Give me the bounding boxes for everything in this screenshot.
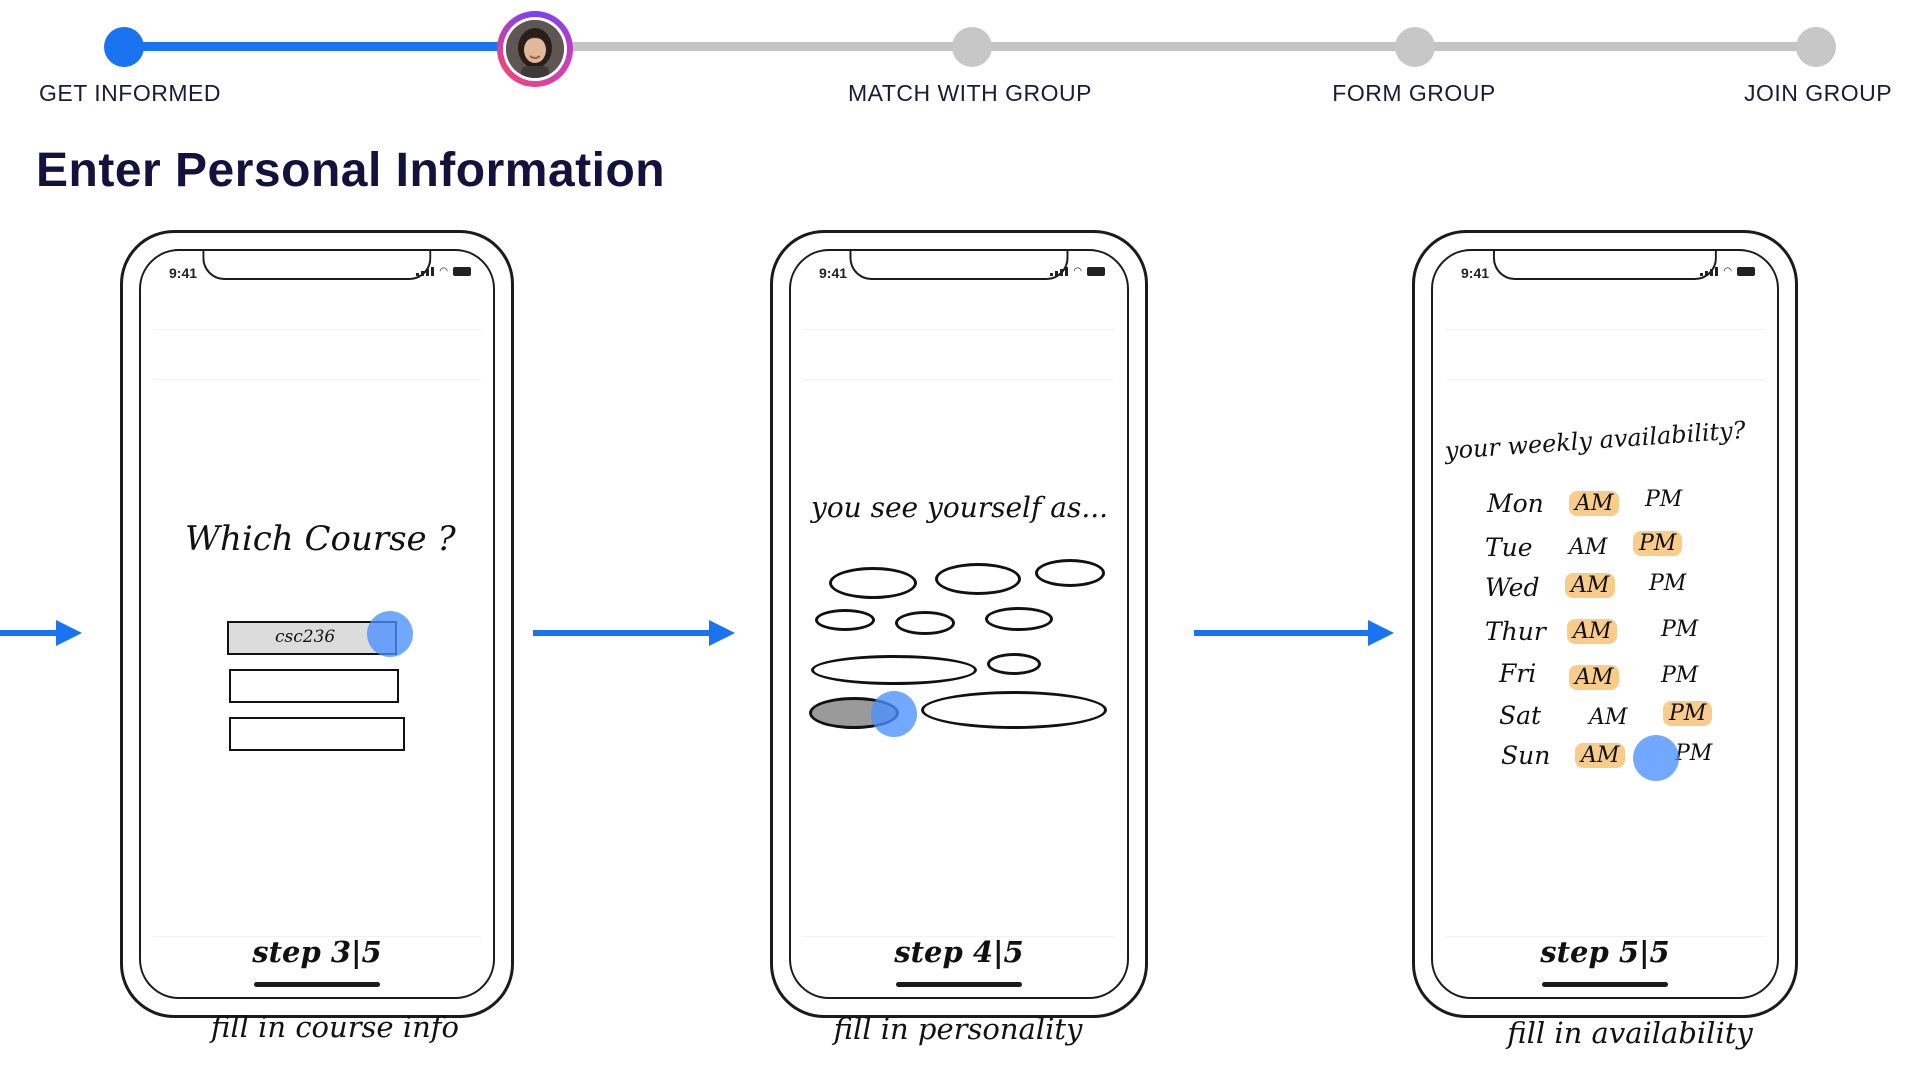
page-title: Enter Personal Information — [36, 144, 666, 197]
pm-slot[interactable]: PM — [1661, 663, 1699, 688]
trait-option[interactable] — [985, 607, 1053, 631]
day-label: Tue — [1485, 533, 1533, 562]
trait-option[interactable] — [811, 655, 977, 685]
am-slot-selected[interactable]: AM — [1567, 619, 1618, 644]
pm-slot[interactable]: PM — [1675, 741, 1713, 766]
tap-indicator — [367, 611, 413, 657]
trait-option[interactable] — [921, 691, 1107, 729]
step-indicator: step 5|5 — [1540, 935, 1670, 969]
status-time: 9:41 — [819, 265, 848, 281]
phone-mockup-availability: 9:41 ◠ your weekly availability? Mon AM … — [1412, 230, 1798, 1018]
phone-caption-course: fill in course info — [211, 1010, 459, 1044]
am-slot-selected[interactable]: AM — [1565, 573, 1616, 598]
pm-slot[interactable]: PM — [1661, 617, 1699, 642]
phone-notch — [849, 251, 1069, 280]
tap-indicator — [1633, 735, 1679, 781]
step-label-get-informed: GET INFORMED — [39, 80, 221, 106]
pm-slot[interactable]: PM — [1645, 487, 1683, 512]
course-input-value: csc236 — [275, 627, 336, 647]
user-avatar-icon — [506, 20, 564, 78]
phone-mockup-course: 9:41 ◠ Which Course ? csc236 step 3|5 — [120, 230, 514, 1018]
trait-option[interactable] — [815, 609, 875, 631]
tap-indicator — [871, 691, 917, 737]
status-time: 9:41 — [169, 265, 198, 281]
status-time: 9:41 — [1461, 265, 1490, 281]
progress-fill — [124, 42, 534, 51]
course-input-3[interactable] — [229, 717, 405, 751]
day-label: Fri — [1499, 659, 1537, 688]
trait-option[interactable] — [1035, 559, 1105, 587]
am-slot[interactable]: AM — [1589, 705, 1628, 730]
battery-icon — [453, 267, 471, 276]
phone-notch — [202, 251, 432, 280]
pm-slot-selected[interactable]: PM — [1633, 531, 1683, 556]
wifi-icon: ◠ — [439, 266, 448, 277]
home-indicator — [1542, 982, 1668, 987]
phone-notch — [1492, 251, 1718, 280]
day-label: Thur — [1485, 617, 1546, 646]
pm-slot[interactable]: PM — [1649, 571, 1687, 596]
question-heading: your weekly availability? — [1444, 416, 1747, 465]
day-label: Sun — [1501, 741, 1551, 770]
signal-icon — [416, 267, 435, 276]
am-slot-selected[interactable]: AM — [1575, 743, 1626, 768]
status-icons: ◠ — [1050, 265, 1105, 277]
status-icons: ◠ — [416, 265, 471, 277]
pm-slot-selected[interactable]: PM — [1663, 701, 1713, 726]
step-node-join-group[interactable] — [1796, 27, 1836, 67]
step-label-form-group: FORM GROUP — [1332, 80, 1496, 106]
step-indicator: step 4|5 — [894, 935, 1024, 969]
question-heading: you see yourself as... — [811, 491, 1109, 524]
phone-caption-availability: fill in availability — [1507, 1016, 1753, 1050]
am-slot-selected[interactable]: AM — [1569, 665, 1620, 690]
am-slot[interactable]: AM — [1569, 535, 1608, 560]
wifi-icon: ◠ — [1723, 266, 1732, 277]
step-label-match-with-group: MATCH WITH GROUP — [848, 80, 1092, 106]
signal-icon — [1050, 267, 1069, 276]
flow-arrow-icon — [533, 620, 735, 646]
step-node-form-group[interactable] — [1395, 27, 1435, 67]
step-indicator: step 3|5 — [252, 935, 382, 969]
course-input-2[interactable] — [229, 669, 399, 703]
battery-icon — [1737, 267, 1755, 276]
home-indicator — [254, 982, 380, 987]
day-label: Mon — [1487, 489, 1544, 518]
day-label: Wed — [1485, 573, 1540, 602]
trait-option[interactable] — [935, 563, 1021, 595]
trait-option[interactable] — [987, 653, 1041, 675]
step-node-get-informed[interactable] — [104, 27, 144, 67]
phone-mockup-personality: 9:41 ◠ you see yourself as... step 4|5 — [770, 230, 1148, 1018]
home-indicator — [896, 982, 1022, 987]
battery-icon — [1087, 267, 1105, 276]
current-step-avatar[interactable] — [497, 11, 573, 87]
signal-icon — [1700, 267, 1719, 276]
status-icons: ◠ — [1700, 265, 1755, 277]
flow-arrow-icon — [0, 620, 82, 646]
wifi-icon: ◠ — [1073, 266, 1082, 277]
step-label-join-group: JOIN GROUP — [1743, 80, 1893, 106]
flow-arrow-icon — [1194, 620, 1394, 646]
trait-option[interactable] — [829, 567, 917, 599]
trait-option[interactable] — [895, 611, 955, 635]
step-node-match-with-group[interactable] — [952, 27, 992, 67]
am-slot-selected[interactable]: AM — [1569, 491, 1620, 516]
phone-caption-personality: fill in personality — [833, 1012, 1083, 1046]
question-heading: Which Course ? — [185, 519, 456, 559]
day-label: Sat — [1499, 701, 1542, 730]
